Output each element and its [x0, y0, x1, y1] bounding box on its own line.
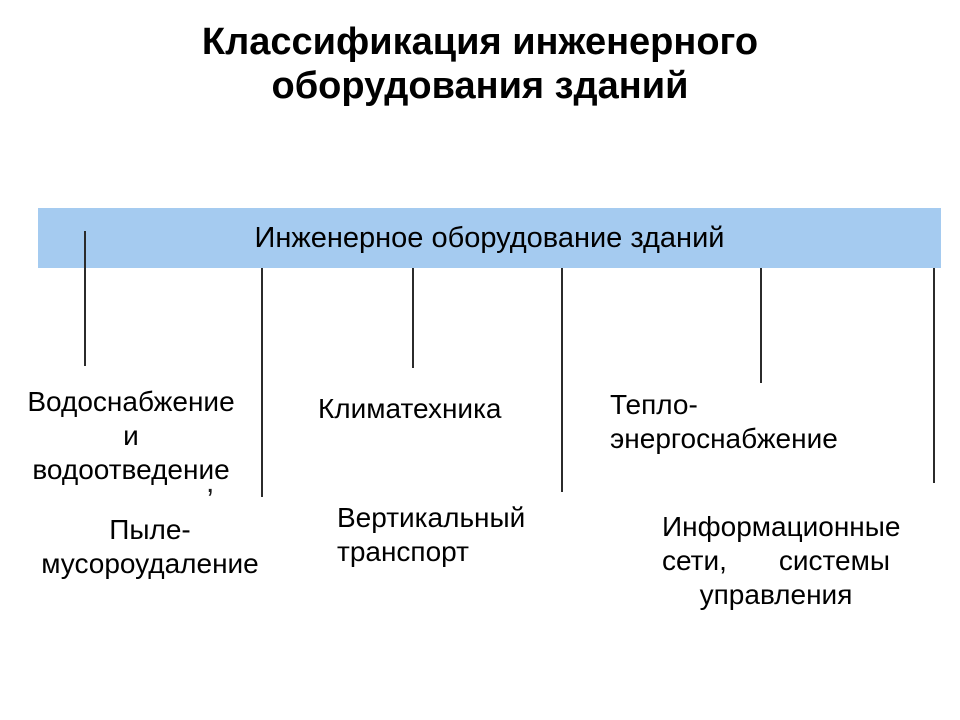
connector-line-info [933, 268, 935, 483]
connector-line-heat [760, 268, 762, 383]
branch-label-info: Информационные сети, системы управления [662, 510, 901, 612]
title-line-2: оборудования зданий [271, 65, 689, 107]
branch-label-water: Водоснабжение и водоотведение [20, 385, 242, 487]
branch-info-line-2: сети, системы [662, 544, 890, 578]
branch-dust-line-1: Пыле- [109, 514, 191, 545]
connector-line-water [84, 231, 86, 366]
branch-dust-line-2: мусороудаление [41, 548, 259, 579]
branch-info-line-3: управления [699, 579, 853, 610]
branch-water-line-1: Водоснабжение [27, 386, 235, 417]
branch-label-heat: Тепло- энергоснабжение [610, 388, 838, 456]
branch-vertical-line-2: транспорт [337, 536, 469, 567]
connector-line-dust [261, 268, 263, 497]
branch-label-climate: Климатехника [318, 392, 502, 426]
root-node-label: Инженерное оборудование зданий [254, 221, 725, 254]
branch-label-dust: Пыле- мусороудаление [38, 513, 262, 581]
branch-heat-line-2: энергоснабжение [610, 423, 838, 454]
stray-comma-mark: , [206, 466, 215, 499]
branch-climate-line-1: Климатехника [318, 393, 502, 424]
connector-line-climate [412, 268, 414, 368]
connector-line-vertical [561, 268, 563, 492]
branch-label-vertical: Вертикальный транспорт [337, 501, 525, 569]
branch-water-line-3: водоотведение [32, 454, 230, 485]
branch-info-line-1: Информационные [662, 511, 901, 542]
branch-info-word-seti: сети, [662, 545, 727, 576]
branch-heat-line-1: Тепло- [610, 389, 698, 420]
branch-info-word-sistemy: системы [778, 545, 890, 576]
root-node: Инженерное оборудование зданий [38, 208, 941, 268]
branch-water-line-2: и [123, 420, 139, 451]
title-line-1: Классификация инженерного [201, 21, 759, 63]
branch-vertical-line-1: Вертикальный [337, 502, 526, 533]
